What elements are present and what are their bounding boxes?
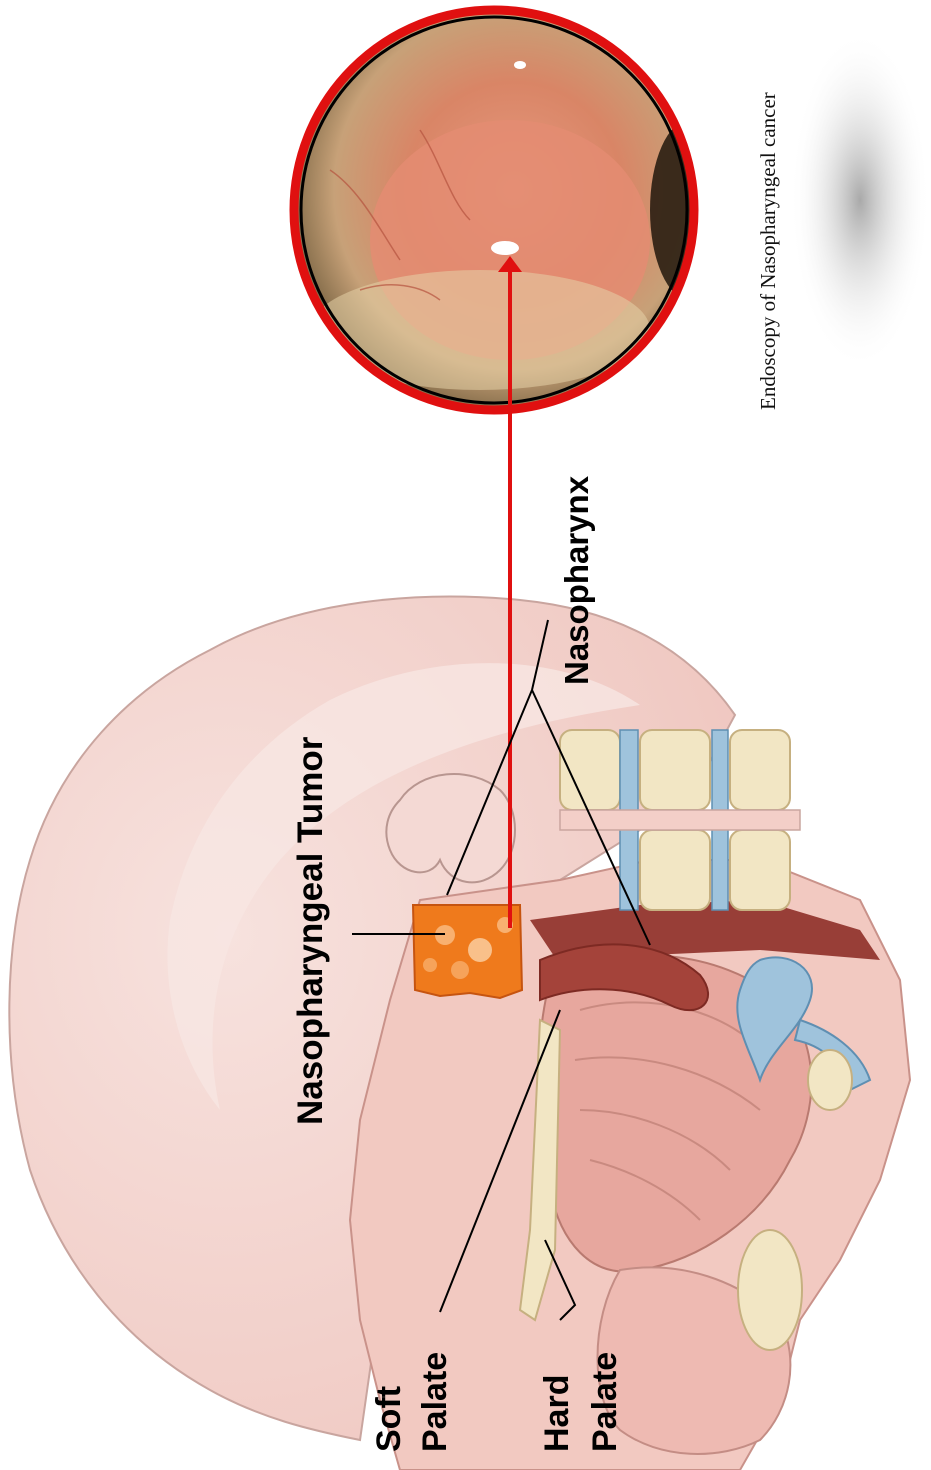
label-soft-palate: Palate <box>418 1352 452 1452</box>
label-soft: Soft <box>372 1386 406 1452</box>
tumor-nodule <box>423 958 437 972</box>
tumor-nodule <box>451 961 469 979</box>
hyoid-bone <box>808 1050 852 1110</box>
light-reflection <box>514 61 526 69</box>
caption-shadow <box>790 30 930 370</box>
label-hard-palate: Palate <box>588 1352 622 1452</box>
tumor-nodule <box>468 938 492 962</box>
head-illustration <box>9 597 910 1470</box>
vertebra <box>730 730 790 810</box>
label-nasopharyngeal-tumor: Nasopharyngeal Tumor <box>293 737 328 1125</box>
label-nasopharynx: Nasopharynx <box>560 476 593 685</box>
light-reflection <box>491 241 519 255</box>
endoscopy-caption: Endoscopy of Nasopharyngeal cancer <box>758 92 779 410</box>
nasal-bone <box>738 1230 802 1350</box>
vertebra <box>730 830 790 910</box>
vertebra <box>640 730 710 810</box>
label-hard: Hard <box>540 1375 574 1452</box>
vertebra <box>640 830 710 910</box>
